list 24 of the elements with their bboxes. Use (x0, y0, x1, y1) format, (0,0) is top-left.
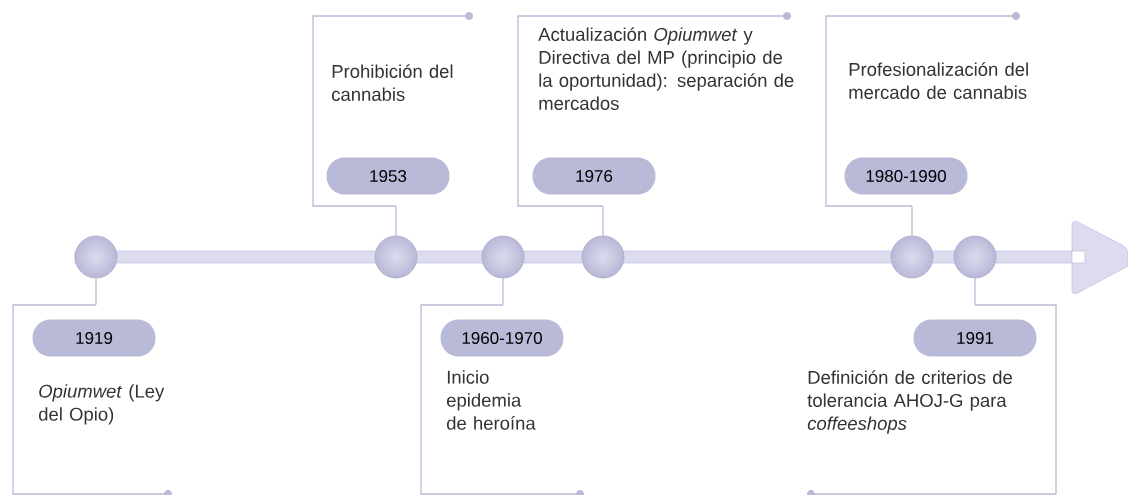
connector-line (395, 205, 397, 237)
event-description: Opiumwet (Ley del Opio) (39, 384, 165, 425)
event-description: Prohibición del cannabis (332, 64, 453, 101)
connector-line (95, 277, 97, 306)
connector-line (502, 277, 504, 306)
year-pill: 1919 (32, 319, 156, 357)
year-pill: 1976 (532, 157, 656, 195)
year-pill: 1991 (913, 319, 1037, 357)
timeline-dot (74, 235, 118, 279)
connector-line (911, 205, 913, 237)
connector-line (602, 205, 604, 237)
connector-line (974, 277, 976, 306)
timeline-dot (953, 235, 997, 279)
timeline-dot (890, 235, 934, 279)
year-pill: 1960-1970 (440, 319, 564, 357)
year-pill: 1953 (326, 157, 450, 195)
event-description: Inicio epidemia de heroína (447, 370, 536, 430)
timeline-dot (374, 235, 418, 279)
year-pill: 1980-1990 (844, 157, 968, 195)
event-description: Actualización Opiumwet y Directiva del MP (principio de la oportunidad): separación de mercados (538, 27, 794, 110)
timeline-dot (581, 235, 625, 279)
timeline-dot (481, 235, 525, 279)
event-description: Definición de criterios de tolerancia AHOJ-G para coffeeshops (807, 370, 1012, 434)
event-description: Profesionalización del mercado de cannabis (849, 62, 1028, 99)
